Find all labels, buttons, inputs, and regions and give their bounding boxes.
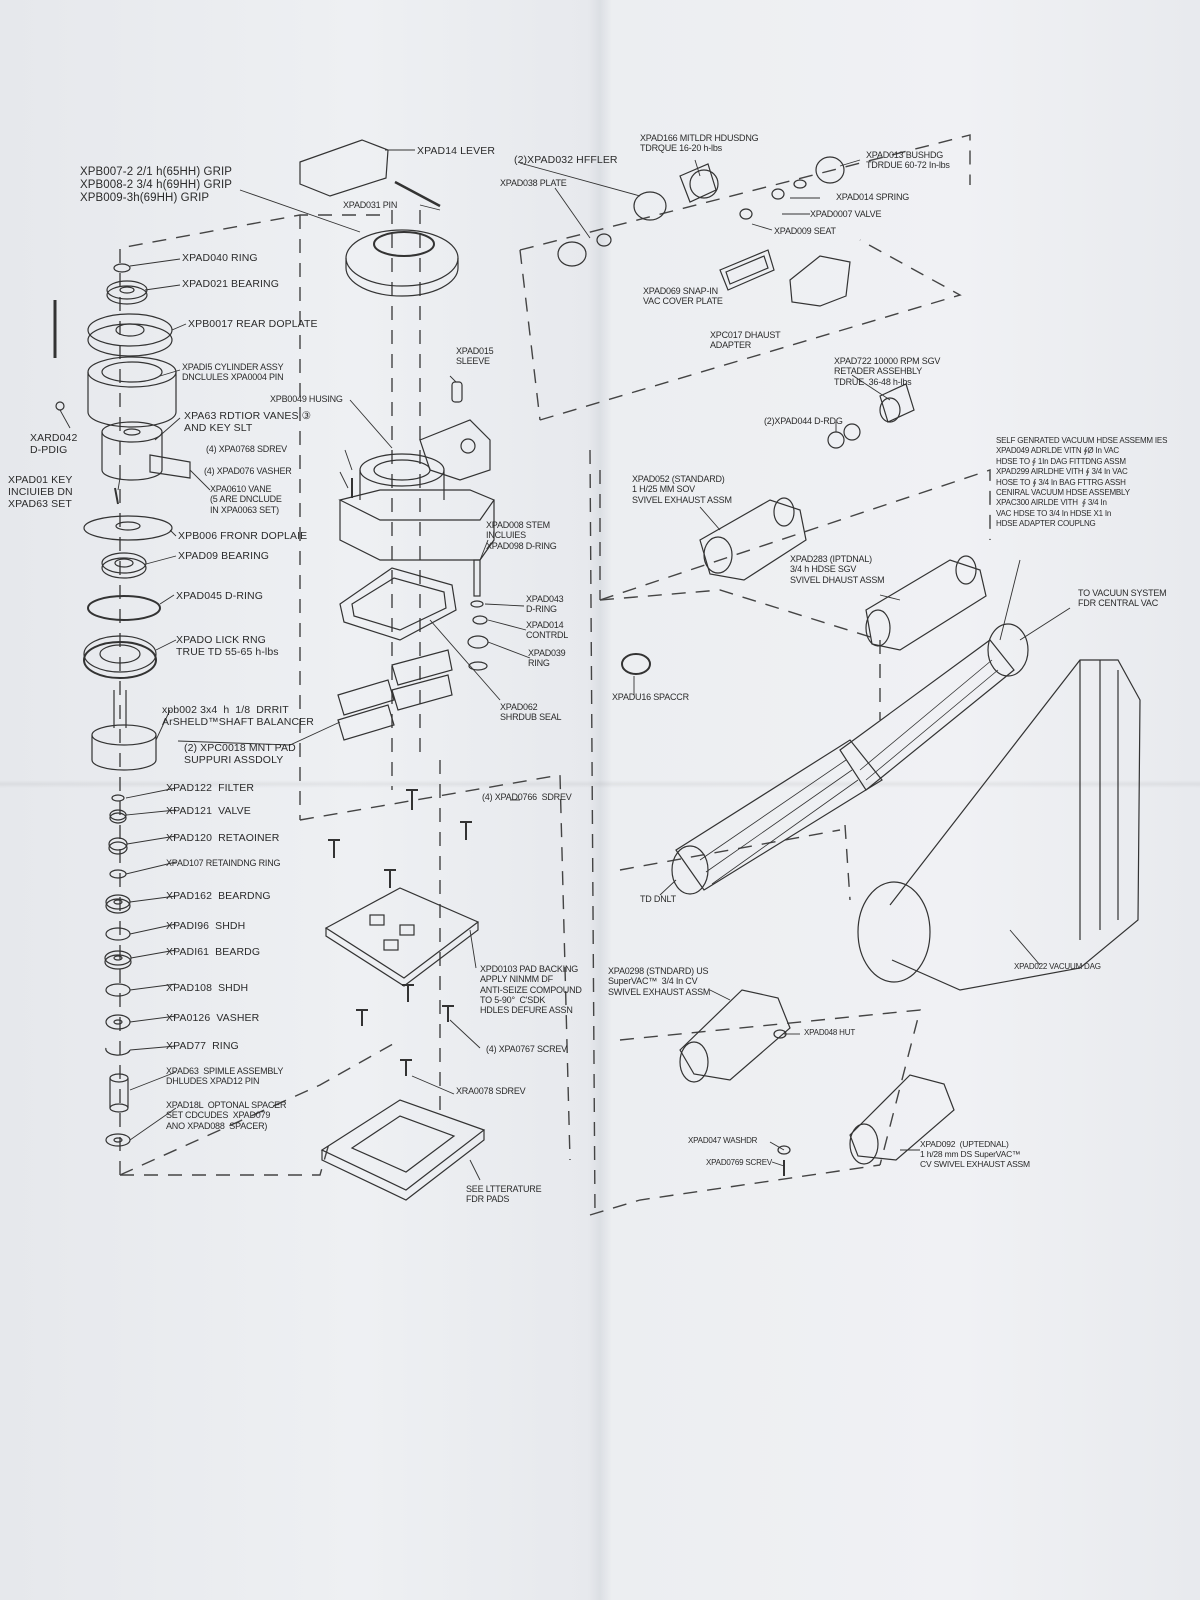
label-xpad0767-screw: (4) XPA0767 SCREV [486, 1044, 567, 1054]
left-column-parts [53, 263, 191, 1147]
label-xpad283-swivel: XPAD283 (IPTDNAL) 3/4 h HDSE SGV SVIVEL … [790, 554, 885, 585]
label-xpad008-stem: XPAD008 STEM INCLUIES XPAD098 D-RING [486, 520, 557, 551]
label-xpad062-shroud: XPAD062 SHRDUB SEAL [500, 702, 562, 723]
label-xpa0078-screw: XRA0078 SDREV [456, 1086, 526, 1096]
vacuum-hose-and-bag [671, 623, 1141, 991]
label-xpad0610-vane: XPA0610 VANE (5 ARE DNCLUDE IN XPA0063 S… [210, 484, 282, 515]
label-xpad044-oring: (2)XPAD044 D-RDG [764, 416, 843, 426]
label-xpad166-muffler-housing: XPAD166 MITLDR HDUSDNG TDRQUE 16-20 h-lb… [640, 133, 759, 154]
label-xpad0768-screw: (4) XPA0768 SDREV [206, 444, 287, 454]
label-xpad031-pin: XPAD031 PIN [343, 200, 398, 210]
label-xpad048-nut: XPAD048 HUT [804, 1028, 856, 1037]
label-xpad121-valve: XPAD121 VALVE [166, 805, 251, 817]
top-right-parts [557, 156, 915, 449]
label-xpad63-spindle: XPAD63 SPIMLE ASSEMBLY DHLUDES XPAD12 PI… [166, 1066, 284, 1087]
label-xpad0126-washer: XPA0126 VASHER [166, 1012, 260, 1024]
label-xpad043-oring: XPAD043 D-RING [526, 594, 564, 615]
label-xpad0007-valve: XPAD0007 VALVE [810, 209, 882, 219]
label-xpc017-exhaust-adapter: XPC017 DHAUST ADAPTER [710, 330, 781, 351]
label-xpad162-bearing: XPAD162 BEARDNG [166, 890, 271, 902]
label-xpad107-retaining-ring: XPAD107 RETAINDNG RING [166, 858, 281, 868]
label-xpb006-front-plate: XPB006 FRONR DOPLAIE [178, 530, 308, 542]
label-xpad14-lever: XPAD14 LEVER [417, 145, 496, 157]
label-xpad015-sleeve: XPAD015 SLEEVE [456, 346, 494, 367]
label-xpad18l-spacer: XPAD18L OPTONAL SPACER SET CDCUDES XPAD0… [166, 1100, 287, 1131]
label-xpad0298-swivel: XPA0298 (STNDARD) US SuperVAC™ 3/4 In CV… [608, 966, 711, 997]
label-xpb002-balancer: xpb002 3x4 h 1/8 DRRIT ArSHELD™SHAFT BAL… [162, 704, 314, 729]
label-xpad0769-screw: XPAD0769 SCREV [706, 1158, 772, 1167]
label-xpad092-swivel: XPAD092 (UPTEDNAL) 1 h/28 mm DS SuperVAC… [920, 1139, 1030, 1169]
label-xpd0103-pad-backing: XPD0103 PAD BACKING APPLY NINMM DF ANTI-… [480, 964, 582, 1016]
label-xpad040-ring: XPAD040 RING [182, 252, 258, 264]
label-xpad045-oring: XPAD045 D-RING [176, 590, 263, 602]
label-xpc0018-mnt-pad: (2) XPC0018 MNT PAD SUPPURI ASSDOLY [184, 742, 296, 767]
label-xpad014-control: XPAD014 CONTRDL [526, 620, 569, 641]
label-xpb007-grips: XPB007-2 2/1 h(65HH) GRIP XPB008-2 3/4 h… [80, 166, 233, 205]
assembly-guide-lines [119, 134, 991, 1216]
label-xpad122-filter: XPAD122 FILTER [166, 782, 255, 794]
label-xpad052-swivel: XPAD052 (STANDARD) 1 H/25 MM SOV SVIVEL … [632, 474, 732, 505]
label-xpad01-key: XPAD01 KEY INCIUIEB DN XPAD63 SET [8, 474, 73, 511]
label-xpad047-washer: XPAD047 WASHDR [688, 1136, 758, 1145]
label-xpad021-bearing: XPAD021 BEARING [182, 278, 280, 290]
label-xpa63-rotor: XPA63 RDTIOR VANES ③ AND KEY SLT [184, 410, 312, 435]
label-xpad161-bearing: XPADI61 BEARDG [166, 946, 261, 958]
label-xpad77-ring: XPAD77 RING [166, 1040, 239, 1052]
label-xpad108-shim: XPAD108 SHDH [166, 982, 249, 994]
label-xpad069-snapin: XPAD069 SNAP-IN VAC COVER PLATE [643, 286, 723, 307]
label-see-literature: SEE LTTERATURE FDR PADS [466, 1184, 542, 1205]
label-xpad16-spacer: XPADU16 SPACCR [612, 692, 689, 702]
label-xpad076-washer: (4) XPAD076 VASHER [204, 466, 292, 476]
label-self-generated-vacuum: SELF GENRATED VACUUM HDSE ASSEMM IES XPA… [996, 436, 1168, 529]
label-xpad032-muffler: (2)XPAD032 HFFLER [514, 154, 618, 166]
center-column-parts [299, 139, 495, 1201]
label-xpad196-shim: XPADI96 SHDH [166, 920, 246, 932]
label-xpad09-bearing: XPAD09 BEARING [178, 550, 270, 562]
label-xpad022-bag: XPAD022 VACUUM DAG [1014, 962, 1101, 971]
label-xpb0017-rear-plate: XPB0017 REAR DOPLATE [188, 318, 318, 330]
leader-lines [59, 149, 1071, 1181]
label-xpad120-retainer: XPAD120 RETAOINER [166, 832, 280, 844]
label-xpad15-cylinder: XPADI5 CYLINDER ASSY DNCLULES XPA0004 PI… [182, 362, 284, 383]
label-xard042: XARD042 D-PDIG [30, 432, 78, 457]
paper-fold [0, 780, 1200, 788]
label-xpad-lock-ring: XPADO LICK RNG TRUE TD 55-65 h-lbs [176, 634, 279, 659]
label-to-vacuum-system: TO VACUUN SYSTEM FDR CENTRAL VAC [1078, 588, 1167, 609]
label-to-dnlt: TD DNLT [640, 894, 676, 904]
label-xpb0049-housing: XPB0049 HUSING [270, 394, 343, 404]
lower-swivels [679, 989, 955, 1176]
label-xpad014-spring: XPAD014 SPRING [836, 192, 910, 202]
label-xpad013-bushing: XPAD013 BUSHDG TDRDUE 60-72 In-lbs [866, 150, 950, 171]
label-xpad0766-screw: (4) XPAD0766 SDREV [482, 792, 572, 802]
swivel-assemblies [621, 497, 987, 675]
label-xpad038-plate: XPAD038 PLATE [500, 178, 567, 188]
label-xpad722-retarder: XPAD722 10000 RPM SGV RETADER ASSEHBLY T… [834, 356, 941, 387]
label-xpad039-ring: XPAD039 RING [528, 648, 566, 669]
label-xpad009-seat: XPAD009 SEAT [774, 226, 836, 236]
